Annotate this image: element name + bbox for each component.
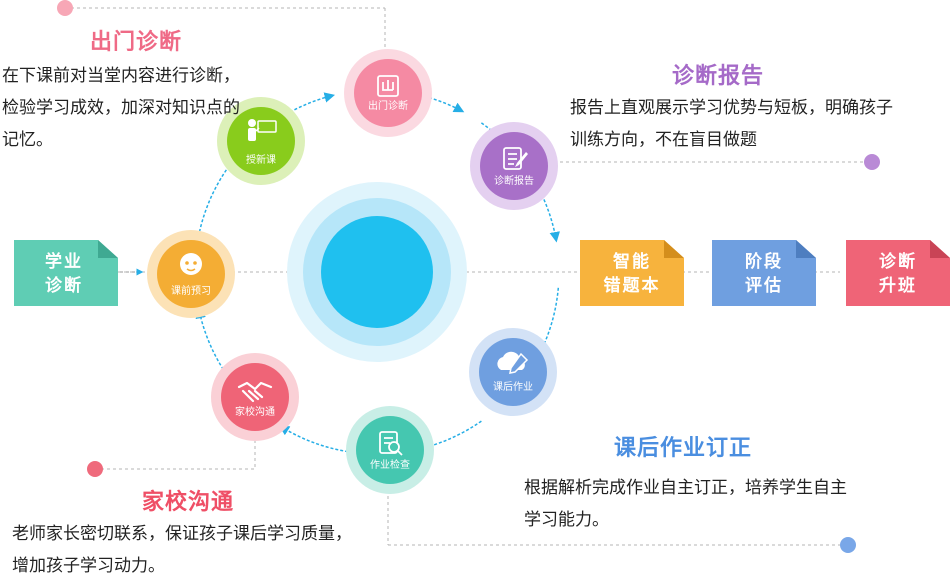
homework-callout-title: 课后作业订正 xyxy=(614,436,753,461)
node-lesson-label: 授新课 xyxy=(246,153,276,166)
tag-mistakes-line2: 错题本 xyxy=(604,275,661,296)
tag-upgrade-line2: 升班 xyxy=(879,276,917,296)
node-comm-label: 家校沟通 xyxy=(235,405,275,418)
tag-upgrade: 诊断 升班 xyxy=(846,240,950,306)
document-edit-icon xyxy=(503,147,528,170)
exit-callout-title: 出门诊断 xyxy=(90,30,183,55)
node-check[interactable]: 作业检查 xyxy=(346,406,434,494)
exit-callout-text: 在下课前对当堂内容进行诊断，检验学习成效，加深对知识点的记忆。 xyxy=(2,66,240,150)
node-lesson[interactable]: 授新课 xyxy=(217,97,305,185)
tag-stage-line2: 评估 xyxy=(745,275,783,296)
tag-start-line2: 诊断 xyxy=(45,275,83,296)
tag-upgrade-line1: 诊断 xyxy=(879,251,917,272)
tag-stage-line1: 阶段 xyxy=(745,251,783,272)
tag-mistakes: 智能 错题本 xyxy=(580,240,684,306)
comm-callout-text: 老师家长密切联系，保证孩子课后学习质量，增加孩子学习动力。 xyxy=(12,524,352,576)
node-exit[interactable]: 出门诊断 xyxy=(344,49,432,137)
report-callout-title: 诊断报告 xyxy=(672,64,765,89)
node-check-label: 作业检查 xyxy=(370,458,410,471)
lion-face-icon xyxy=(180,253,202,275)
tag-stage: 阶段 评估 xyxy=(712,240,816,306)
comm-callout-title: 家校沟通 xyxy=(142,490,235,515)
node-report[interactable]: 诊断报告 xyxy=(470,122,558,210)
homework-callout-text: 根据解析完成作业自主订正，培养学生自主学习能力。 xyxy=(524,478,847,530)
cloud-pen-icon xyxy=(497,351,529,374)
report-marker-dot xyxy=(864,154,880,170)
node-exit-label: 出门诊断 xyxy=(368,99,408,112)
handshake-icon xyxy=(237,381,273,403)
tag-start: 学业 诊断 xyxy=(14,240,118,306)
exit-marker-dot xyxy=(57,0,73,16)
homework-marker-dot xyxy=(840,537,856,553)
clipboard-out-icon xyxy=(377,75,399,97)
node-report-label: 诊断报告 xyxy=(494,174,534,187)
tag-mistakes-line1: 智能 xyxy=(613,251,651,272)
node-homework[interactable]: 课后作业 xyxy=(469,328,557,416)
node-preview-label: 课前预习 xyxy=(171,284,211,297)
center-hub xyxy=(287,182,467,362)
node-preview[interactable]: 课前预习 xyxy=(147,230,235,318)
report-callout-text: 报告上直观展示学习优势与短板，明确孩子训练方向，不在盲目做题 xyxy=(570,98,893,150)
tag-start-line1: 学业 xyxy=(45,251,83,272)
node-comm[interactable]: 家校沟通 xyxy=(211,353,299,441)
node-homework-label: 课后作业 xyxy=(493,381,533,393)
comm-marker-dot xyxy=(87,461,103,477)
teacher-board-icon xyxy=(248,119,277,141)
document-search-icon xyxy=(379,431,403,456)
